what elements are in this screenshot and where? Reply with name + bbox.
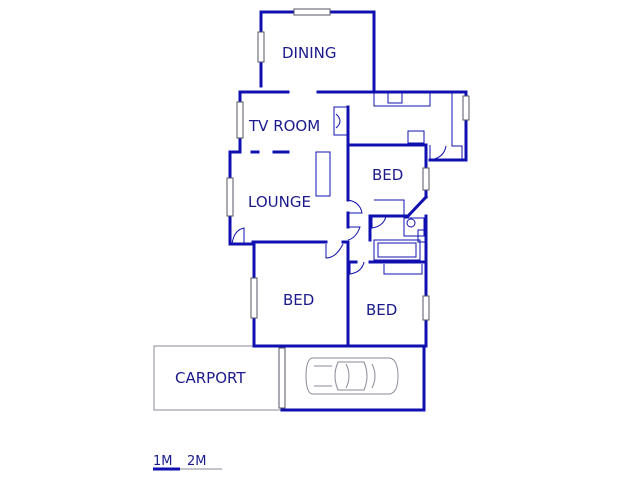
dining-label: DINING: [282, 44, 336, 62]
fixtures: [315, 92, 463, 275]
doors: [231, 145, 447, 275]
scale-label-1m: 1M: [153, 454, 173, 469]
windows: [226, 8, 470, 409]
scale-bar: 1M 2M: [153, 454, 222, 471]
car-icon: [305, 357, 399, 395]
bed-label-bottom-right: BED: [366, 301, 397, 319]
bed-label-top-right: BED: [372, 166, 403, 184]
lounge-label: LOUNGE: [248, 193, 311, 211]
tv-room-label: TV ROOM: [248, 117, 320, 135]
carport-label: CARPORT: [175, 369, 246, 387]
scale-label-2m: 2M: [187, 454, 207, 469]
walls: [228, 10, 468, 412]
bed-label-bottom-left: BED: [283, 291, 314, 309]
